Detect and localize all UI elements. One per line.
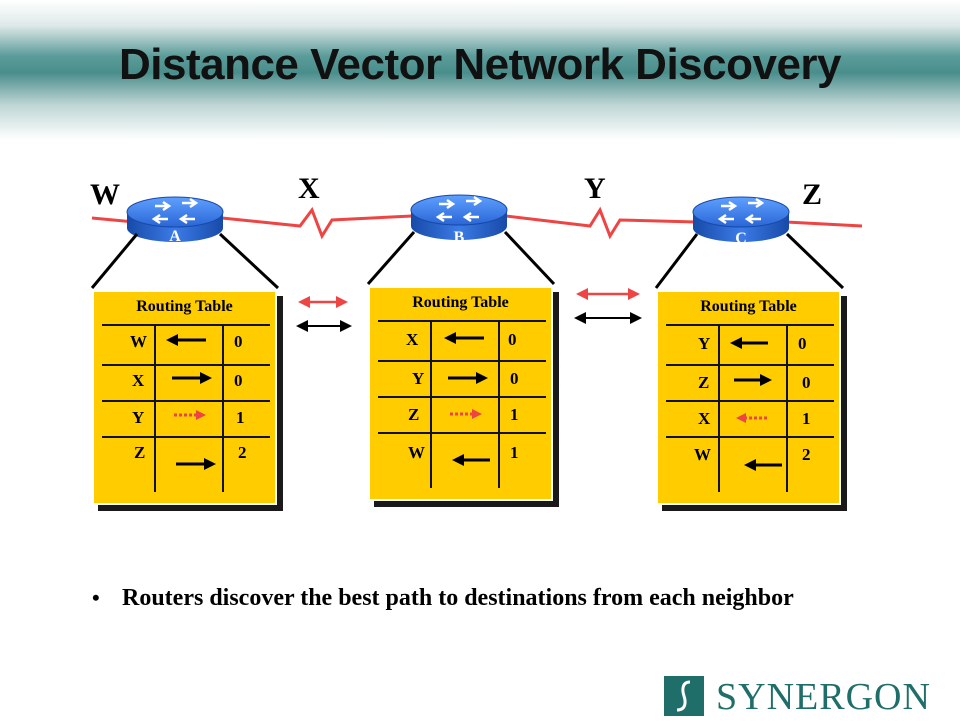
table-hops: 1	[236, 408, 245, 427]
table-dest: W	[130, 332, 147, 351]
router-b-label: B	[454, 229, 465, 246]
table-hops: 1	[510, 443, 519, 462]
page-title: Distance Vector Network Discovery	[118, 40, 842, 89]
table-dest: X	[406, 330, 419, 349]
table-hops: 0	[510, 369, 519, 388]
arrow-left-solid	[744, 459, 782, 471]
connector-c-left	[654, 233, 699, 289]
table-hops: 0	[798, 334, 807, 353]
bullet-text: Routers discover the best path to destin…	[122, 585, 794, 611]
table-hops: 0	[234, 371, 243, 390]
network-label-x: X	[298, 172, 320, 205]
arrow-left-dotted	[736, 413, 768, 423]
table-dest: Y	[132, 408, 145, 427]
arrow-left-solid	[444, 332, 484, 344]
network-label-w: W	[90, 178, 120, 211]
arrow-right-dotted	[450, 409, 482, 419]
routing-table-title: Routing Table	[136, 298, 233, 315]
connector-a-left	[90, 233, 139, 289]
table-dest: Y	[412, 369, 425, 388]
arrow-left-solid	[166, 334, 206, 346]
table-dest: Y	[698, 334, 711, 353]
link-y	[505, 206, 697, 240]
connector-a-right	[218, 232, 280, 290]
route-arrows	[730, 337, 782, 471]
bullet-icon: •	[92, 585, 100, 610]
network-label-y: Y	[584, 172, 606, 205]
connector-b-right	[503, 230, 556, 286]
arrow-right-solid	[448, 372, 488, 384]
arrow-right-dotted	[174, 410, 206, 420]
title-band	[0, 0, 960, 140]
connector-c-right	[785, 232, 845, 290]
table-dest: X	[698, 409, 711, 428]
router-b-icon	[410, 194, 508, 240]
routing-table-title: Routing Table	[412, 294, 509, 311]
arrow-left-solid	[452, 454, 490, 466]
table-dest: Z	[698, 373, 710, 392]
exchange-arrow-bc-red	[576, 288, 640, 300]
arrow-right-solid	[734, 374, 772, 386]
router-a-icon	[126, 196, 224, 242]
arrow-right-solid	[172, 372, 212, 384]
table-hops: 2	[802, 445, 811, 464]
routing-table-b: Routing Table X 0 Y 0 Z 1 W 1	[368, 286, 559, 507]
routing-table-c: Routing Table Y 0 Z 0 X 1 W 2	[656, 290, 847, 511]
synergon-logo: SYNERGON	[664, 676, 948, 718]
exchange-arrow-ab-black	[296, 320, 352, 332]
table-hops: 2	[238, 443, 247, 462]
table-hops: 1	[510, 405, 519, 424]
table-dest: W	[694, 445, 711, 464]
table-hops: 0	[802, 373, 811, 392]
table-hops: 0	[508, 330, 517, 349]
exchange-arrow-ab-red	[298, 296, 348, 308]
table-dest: Z	[408, 405, 420, 424]
connector-b-left	[366, 231, 416, 285]
table-dest: X	[132, 371, 145, 390]
arrow-left-solid	[730, 337, 768, 349]
router-c-icon	[692, 196, 790, 242]
link-z	[785, 220, 863, 228]
table-dest: Z	[134, 443, 146, 462]
routing-table-title: Routing Table	[700, 298, 797, 315]
routing-table-a: Routing Table W 0 X 0 Y 1 Z 2	[92, 290, 283, 511]
table-hops: 0	[234, 332, 243, 351]
table-hops: 1	[802, 409, 811, 428]
synergon-logo-icon	[664, 676, 704, 716]
router-a-label: A	[169, 228, 181, 245]
route-arrows	[166, 334, 216, 470]
arrow-right-solid	[176, 458, 216, 470]
route-arrows	[444, 332, 490, 466]
router-c-label: C	[735, 230, 747, 247]
synergon-logo-text: SYNERGON	[716, 676, 931, 718]
exchange-arrow-bc-black	[574, 312, 642, 324]
network-label-z: Z	[802, 178, 823, 211]
link-x	[221, 206, 413, 240]
table-dest: W	[408, 443, 425, 462]
